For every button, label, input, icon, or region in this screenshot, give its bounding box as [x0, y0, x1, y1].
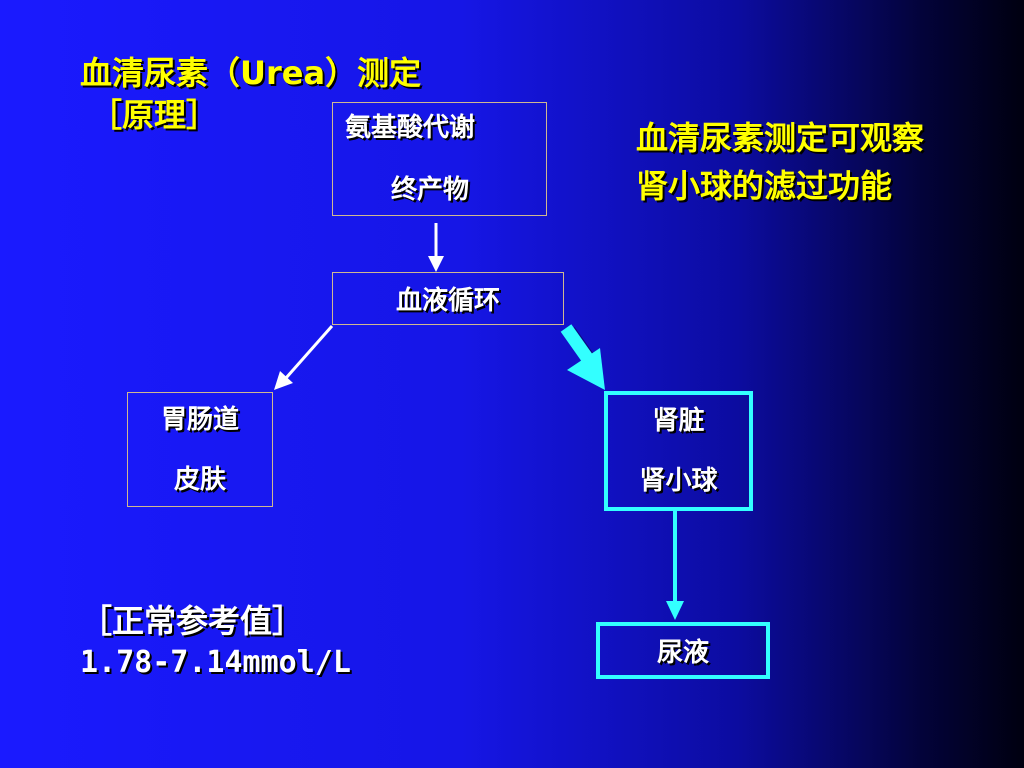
- note-line-2: 肾小球的滤过功能: [636, 167, 893, 205]
- node-blood-circulation-label: 血液循环: [395, 286, 500, 316]
- title-line: 血清尿素（Urea）测定: [80, 54, 422, 92]
- reference-heading: ［正常参考值］: [80, 602, 305, 640]
- node-kidney-line-1: 肾脏: [652, 406, 705, 436]
- reference-value: 1.78-7.14mmol/L: [80, 645, 351, 680]
- node-amino-acid-line-2: 终产物: [391, 175, 470, 205]
- slide-title: 血清尿素（Urea）测定 ［原理］: [80, 52, 421, 136]
- node-gi-skin: 胃肠道 皮肤: [127, 392, 273, 507]
- node-urine-label: 尿液: [656, 638, 709, 668]
- arrow-kidney-to-urine: [666, 511, 684, 620]
- node-amino-acid-line-1: 氨基酸代谢: [345, 113, 476, 143]
- node-kidney: 肾脏 肾小球: [604, 391, 753, 511]
- note-line-1: 血清尿素测定可观察: [636, 119, 925, 157]
- node-amino-acid-metabolism: 氨基酸代谢 终产物: [332, 102, 547, 216]
- node-kidney-line-2: 肾小球: [639, 466, 718, 496]
- node-blood-circulation: 血液循环: [332, 272, 564, 325]
- title-subheading: ［原理］: [90, 96, 219, 134]
- arrow-blood-to-kidney: [560, 324, 605, 390]
- annotation-note: 血清尿素测定可观察 肾小球的滤过功能: [636, 114, 924, 210]
- arrow-blood-to-gi: [274, 325, 334, 390]
- node-gi-line-1: 胃肠道: [160, 404, 239, 435]
- node-urine: 尿液: [596, 622, 770, 679]
- node-gi-line-2: 皮肤: [173, 464, 226, 495]
- arrow-amino-to-blood: [428, 223, 444, 272]
- reference-range: ［正常参考值］ 1.78-7.14mmol/L: [80, 600, 351, 684]
